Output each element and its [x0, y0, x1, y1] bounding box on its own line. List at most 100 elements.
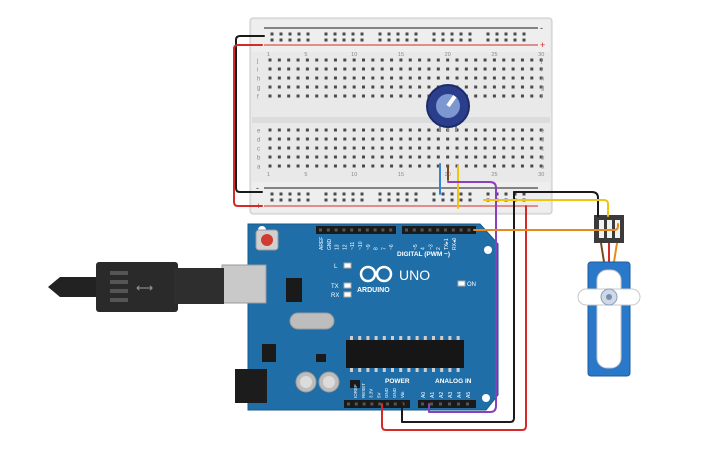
rail-hole[interactable] — [468, 198, 472, 202]
rail-hole[interactable] — [306, 198, 310, 202]
breadboard-hole[interactable] — [352, 67, 356, 71]
rail-hole[interactable] — [450, 198, 454, 202]
rail-hole[interactable] — [522, 38, 526, 42]
breadboard-hole[interactable] — [511, 146, 515, 150]
breadboard-hole[interactable] — [268, 85, 272, 89]
breadboard-hole[interactable] — [408, 128, 412, 132]
breadboard-hole[interactable] — [324, 85, 328, 89]
breadboard-hole[interactable] — [408, 164, 412, 168]
breadboard-hole[interactable] — [296, 146, 300, 150]
breadboard-hole[interactable] — [277, 164, 281, 168]
breadboard-hole[interactable] — [380, 76, 384, 80]
rail-hole[interactable] — [405, 192, 409, 196]
breadboard-hole[interactable] — [530, 58, 534, 62]
breadboard-hole[interactable] — [362, 128, 365, 132]
breadboard-hole[interactable] — [539, 67, 543, 71]
rail-hole[interactable] — [450, 192, 454, 196]
wire-red-5v-rail[interactable] — [233, 44, 263, 207]
breadboard-hole[interactable] — [324, 137, 328, 141]
header-pin[interactable] — [350, 228, 354, 232]
breadboard-hole[interactable] — [418, 146, 422, 150]
breadboard-hole[interactable] — [418, 128, 422, 132]
breadboard-hole[interactable] — [315, 94, 319, 98]
breadboard-hole[interactable] — [502, 146, 506, 150]
rail-hole[interactable] — [288, 192, 292, 196]
breadboard-hole[interactable] — [502, 155, 506, 159]
breadboard-hole[interactable] — [352, 76, 356, 80]
rail-hole[interactable] — [396, 198, 400, 202]
header-pin[interactable] — [373, 228, 377, 232]
rail-hole[interactable] — [288, 198, 292, 202]
breadboard-hole[interactable] — [399, 58, 403, 62]
rail-hole[interactable] — [504, 38, 508, 42]
rail-hole[interactable] — [333, 192, 337, 196]
rail-hole[interactable] — [405, 32, 409, 36]
breadboard-hole[interactable] — [305, 85, 309, 89]
rail-hole[interactable] — [270, 192, 274, 196]
rail-hole[interactable] — [324, 192, 328, 196]
breadboard-hole[interactable] — [343, 85, 347, 89]
header-pin[interactable] — [439, 402, 442, 406]
breadboard-hole[interactable] — [305, 146, 309, 150]
breadboard-hole[interactable] — [511, 128, 515, 132]
breadboard-hole[interactable] — [418, 155, 422, 159]
breadboard-hole[interactable] — [305, 137, 309, 141]
breadboard-hole[interactable] — [343, 67, 347, 71]
breadboard-hole[interactable] — [362, 85, 365, 89]
analog-header[interactable] — [418, 400, 476, 408]
breadboard-hole[interactable] — [390, 164, 394, 168]
breadboard-hole[interactable] — [352, 164, 356, 168]
breadboard-hole[interactable] — [520, 146, 524, 150]
breadboard-hole[interactable] — [446, 67, 450, 71]
breadboard-hole[interactable] — [483, 94, 487, 98]
breadboard-hole[interactable] — [502, 58, 506, 62]
header-pin[interactable] — [412, 228, 416, 232]
breadboard-hole[interactable] — [464, 164, 468, 168]
rail-hole[interactable] — [378, 198, 382, 202]
rail-hole[interactable] — [333, 38, 337, 42]
breadboard-hole[interactable] — [296, 155, 300, 159]
header-pin[interactable] — [347, 402, 350, 406]
breadboard-hole[interactable] — [296, 128, 300, 132]
header-pin[interactable] — [370, 402, 374, 406]
rail-hole[interactable] — [297, 32, 301, 36]
rail-hole[interactable] — [270, 32, 274, 36]
rail-hole[interactable] — [351, 198, 355, 202]
breadboard-hole[interactable] — [390, 94, 394, 98]
breadboard-hole[interactable] — [315, 76, 319, 80]
breadboard-hole[interactable] — [539, 155, 543, 159]
breadboard-hole[interactable] — [539, 76, 543, 80]
breadboard-hole[interactable] — [511, 137, 515, 141]
breadboard-hole[interactable] — [502, 137, 506, 141]
breadboard-hole[interactable] — [483, 58, 487, 62]
breadboard-hole[interactable] — [427, 58, 431, 62]
header-pin[interactable] — [362, 402, 366, 406]
rail-hole[interactable] — [324, 38, 328, 42]
breadboard-hole[interactable] — [324, 146, 328, 150]
header-pin[interactable] — [401, 402, 405, 406]
wire-black-gnd-rail[interactable] — [235, 35, 265, 193]
breadboard-hole[interactable] — [446, 155, 450, 159]
breadboard-hole[interactable] — [464, 85, 468, 89]
breadboard-hole[interactable] — [446, 137, 450, 141]
reset-button[interactable] — [255, 229, 279, 251]
breadboard-hole[interactable] — [371, 146, 375, 150]
breadboard-hole[interactable] — [333, 85, 337, 89]
rail-hole[interactable] — [513, 32, 517, 36]
breadboard-hole[interactable] — [362, 146, 365, 150]
breadboard-hole[interactable] — [390, 137, 394, 141]
breadboard-hole[interactable] — [380, 67, 384, 71]
rail-hole[interactable] — [360, 192, 364, 196]
breadboard-hole[interactable] — [539, 128, 543, 132]
breadboard-hole[interactable] — [436, 76, 440, 80]
breadboard-hole[interactable] — [287, 94, 291, 98]
breadboard-hole[interactable] — [530, 164, 534, 168]
breadboard-hole[interactable] — [483, 76, 487, 80]
wire-yellow-servo[interactable] — [483, 199, 609, 217]
rail-hole[interactable] — [468, 192, 472, 196]
rail-hole[interactable] — [306, 38, 310, 42]
rail-hole[interactable] — [270, 198, 274, 202]
rail-hole[interactable] — [279, 192, 283, 196]
breadboard-hole[interactable] — [399, 146, 403, 150]
header-pin[interactable] — [428, 228, 432, 232]
